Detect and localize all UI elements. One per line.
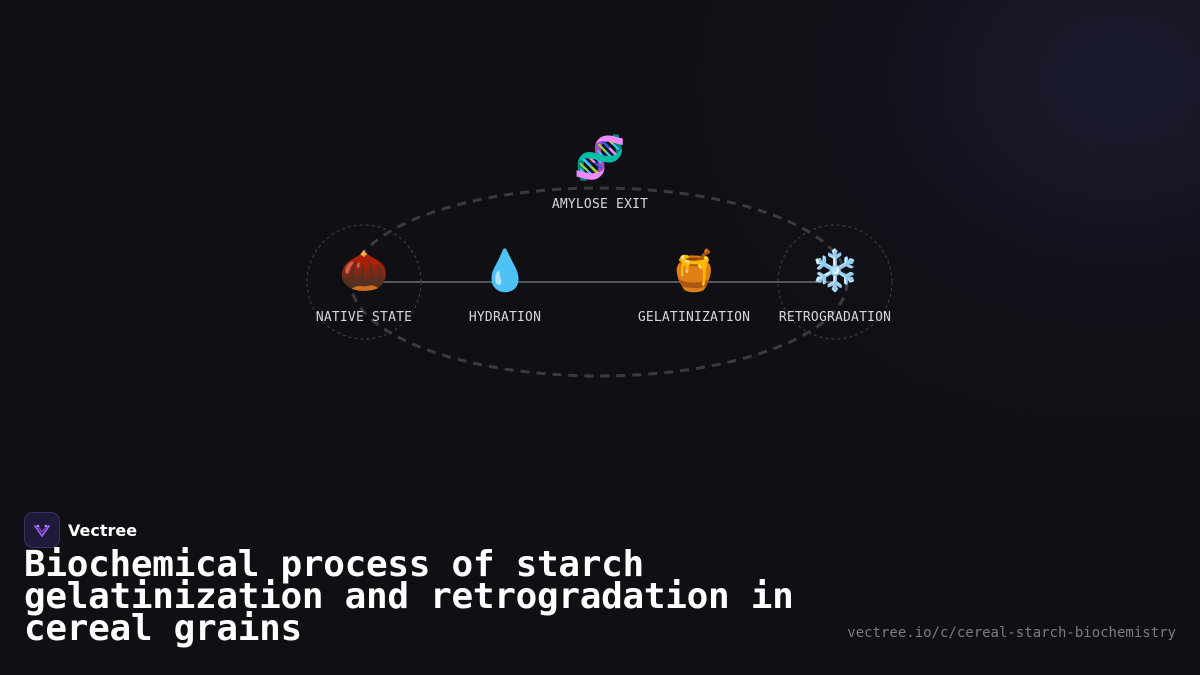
brand: Vectree <box>24 512 137 548</box>
native-state-label: NATIVE STATE <box>316 310 412 325</box>
honey-pot-icon: 🍯 <box>669 247 719 294</box>
gelatinization-label: GELATINIZATION <box>638 310 750 325</box>
dna-icon: 🧬 <box>574 132 626 183</box>
brand-name: Vectree <box>68 520 138 540</box>
chestnut-icon: 🌰 <box>339 248 389 294</box>
snowflake-icon: ❄️ <box>810 247 860 294</box>
source-url[interactable]: vectree.io/c/cereal-starch-biochemistry <box>847 625 1176 641</box>
retrogradation-label: RETROGRADATION <box>779 310 891 325</box>
cycle-dashed-loop <box>349 186 849 378</box>
page-title: Biochemical process of starch gelatiniza… <box>24 544 794 649</box>
droplet-icon: 💧 <box>480 247 530 294</box>
hydration-label: HYDRATION <box>469 310 541 325</box>
native-state-ring <box>306 224 422 340</box>
amylose-exit-label: AMYLOSE EXIT <box>552 197 648 212</box>
retrogradation-ring <box>777 224 893 340</box>
vectree-logo-icon <box>24 512 60 548</box>
